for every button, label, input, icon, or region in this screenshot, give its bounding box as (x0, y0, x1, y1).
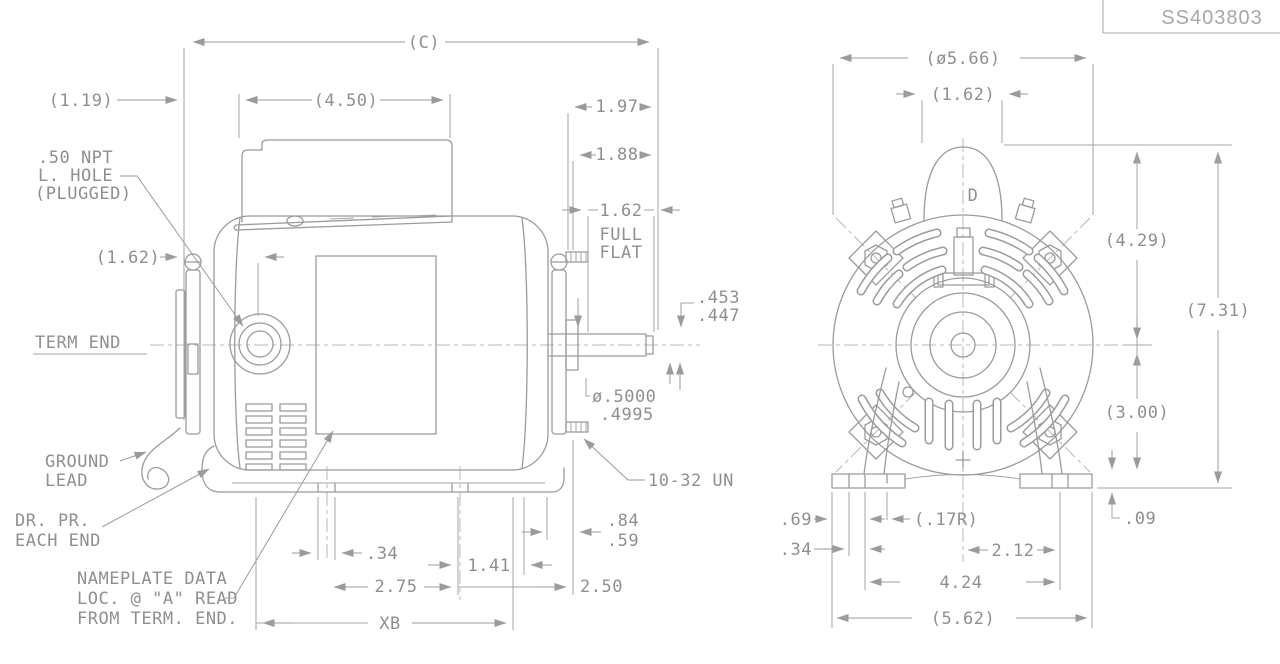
label-npt-2: L. HOLE (38, 166, 113, 186)
side-annotations: .50 NPT L. HOLE (PLUGGED) TERM END GROUN… (15, 148, 334, 629)
dim-flat-453: .453 (697, 288, 740, 308)
dim-foot-34: .34 (780, 540, 812, 560)
end-foot-slots (848, 473, 1069, 489)
dim-xb: XB (379, 614, 400, 634)
side-view: (C) (1.19) (4.50) 1.97 1.88 1.62 FULL F (15, 33, 740, 634)
dim-conduit-width: (1.62) (931, 85, 995, 105)
bottom-anchor (955, 451, 971, 469)
dim-hole-offset: (1.62) (96, 248, 160, 268)
dim-overall-height: (7.31) (1186, 301, 1250, 321)
label-ground-2: LEAD (45, 471, 88, 491)
npt-plug-outer (238, 322, 282, 366)
dim-pad-thickness: .09 (1124, 509, 1156, 529)
label-npt-1: .50 NPT (38, 148, 113, 168)
title-block: SS403803 (1102, 0, 1280, 34)
label-nameplate-2: LOC. @ "A" READ (77, 589, 238, 609)
nameplate-leader (233, 430, 334, 599)
label-drain-2: EACH END (15, 531, 101, 551)
dim-slot-34: .34 (366, 544, 398, 564)
foot-slots (317, 482, 469, 493)
bottom-stud (565, 421, 589, 433)
dim-overall: (C) (408, 33, 440, 53)
label-ground-1: GROUND (45, 452, 109, 472)
drain-leader (101, 468, 210, 528)
dim-frame-dia: (ø5.66) (925, 49, 1000, 69)
conduit-box (241, 139, 453, 223)
npt-leader (120, 175, 244, 327)
conduit-dome (923, 146, 1003, 221)
vent-slots (245, 403, 307, 471)
ground-leader (119, 451, 147, 462)
dim-foot-424: 4.24 (940, 573, 983, 593)
dim-flat-word1: FULL (600, 225, 643, 245)
end-feet (831, 367, 1093, 489)
side-dimensions: (C) (1.19) (4.50) 1.97 1.88 1.62 FULL F (49, 33, 740, 634)
dim-foot-69: .69 (780, 510, 812, 530)
body-seams (234, 217, 528, 469)
diagonal-centerlines (835, 217, 1091, 473)
end-view: (ø5.66) (1.62) D (4.29) (3.00) (7.31) (780, 49, 1250, 629)
extension-lines (183, 48, 659, 630)
dim-box-offset: (1.19) (49, 91, 113, 111)
label-shaft-thread: 10-32 UN (648, 471, 734, 491)
dim-flat-length: 1.62 (600, 201, 643, 221)
dim-base-59: .59 (607, 531, 639, 551)
dim-shaft-dia-max: ø.5000 (592, 387, 656, 407)
dim-flat-word2: FLAT (600, 243, 643, 263)
vent-arcs (856, 228, 1070, 469)
end-extension-lines (831, 64, 1232, 628)
top-tabs (890, 197, 1036, 224)
motor-body (213, 215, 549, 471)
view-label-term-end: TERM END (35, 333, 121, 353)
base (201, 445, 565, 493)
conduit-box-clip (286, 215, 304, 227)
label-nameplate-1: NAMEPLATE DATA (77, 569, 227, 589)
dim-shaft-dia-min: .4995 (600, 405, 654, 425)
label-drain-1: DR. PR. (15, 511, 90, 531)
dim-foot-212: 2.12 (992, 541, 1035, 561)
nameplate (315, 255, 437, 435)
dim-197: 1.97 (596, 97, 639, 117)
dim-foot-562: (5.62) (931, 609, 995, 629)
dim-base-84: .84 (607, 511, 639, 531)
title-block-border (1102, 0, 1280, 34)
drawing-number: SS403803 (1161, 7, 1262, 29)
dim-slot-275: 2.75 (375, 577, 418, 597)
front-clamp (175, 253, 202, 435)
end-dimensions: (ø5.66) (1.62) D (4.29) (3.00) (7.31) (780, 49, 1250, 629)
dim-height-bottom: (3.00) (1105, 403, 1169, 423)
dim-box-width: (4.50) (314, 91, 378, 111)
shaft (547, 333, 654, 357)
hub (895, 277, 1031, 413)
dim-base-250: 2.50 (580, 577, 623, 597)
npt-boss (229, 313, 291, 375)
conduit-d-label: D (968, 186, 979, 206)
npt-plug-inner (246, 330, 274, 358)
flap-ticks (329, 214, 437, 220)
dim-slot-141: 1.41 (468, 556, 511, 576)
dim-height-top: (4.29) (1105, 231, 1169, 251)
label-nameplate-3: FROM TERM. END. (77, 609, 238, 629)
dim-slot-radius: (.17R) (914, 510, 978, 530)
dim-flat-447: .447 (697, 306, 740, 326)
ground-lead-wire (141, 427, 181, 490)
label-npt-3: (PLUGGED) (35, 184, 132, 204)
top-stud (565, 251, 589, 263)
conduit-box-flap (233, 215, 453, 231)
dim-188: 1.88 (596, 145, 639, 165)
rear-clamp (550, 251, 589, 435)
